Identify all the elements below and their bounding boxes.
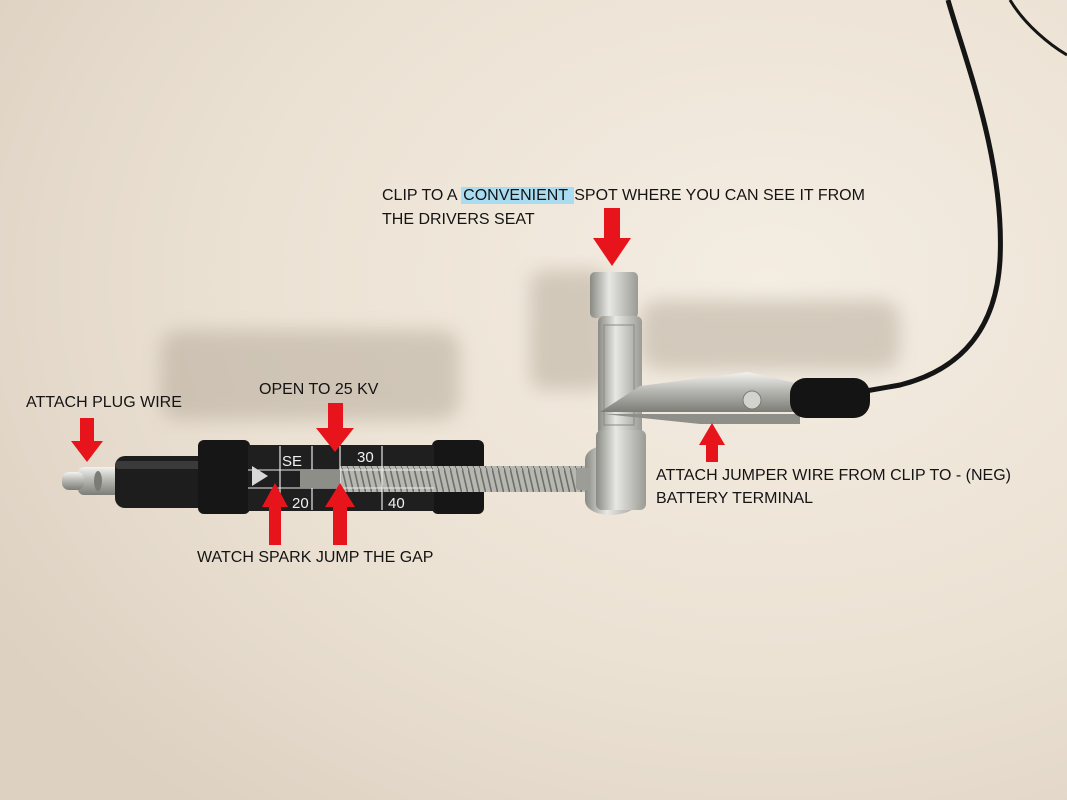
scale-mark-30: 30 (357, 449, 374, 466)
plug-connector (62, 467, 122, 495)
scale-mark-20: 20 (292, 495, 309, 512)
clip-instruction-line1: CLIP TO A CONVENIENT SPOT WHERE YOU CAN … (382, 185, 865, 207)
spark-tester-body (198, 440, 600, 514)
clip-text-highlight: CONVENIENT (461, 187, 575, 204)
clip-instruction-line2: THE DRIVERS SEAT (382, 211, 535, 228)
black-wire-top (1008, 0, 1067, 57)
alligator-clip (600, 372, 870, 424)
jumper-instruction-line1: ATTACH JUMPER WIRE FROM CLIP TO - (NEG) (656, 467, 1011, 484)
watch-spark-label: WATCH SPARK JUMP THE GAP (197, 549, 434, 566)
scale-mark-se: SE (282, 453, 302, 470)
attach-plug-wire-label: ATTACH PLUG WIRE (26, 394, 182, 411)
open-to-25kv-label: OPEN TO 25 KV (259, 381, 379, 398)
black-wire (859, 0, 1003, 395)
jumper-instruction-line2: BATTERY TERMINAL (656, 490, 814, 507)
clip-text-pre: CLIP TO A (382, 187, 462, 204)
arrow-icon (71, 208, 725, 545)
clip-text-post: SPOT WHERE YOU CAN SEE IT FROM (574, 187, 865, 204)
scale-mark-40: 40 (388, 495, 405, 512)
